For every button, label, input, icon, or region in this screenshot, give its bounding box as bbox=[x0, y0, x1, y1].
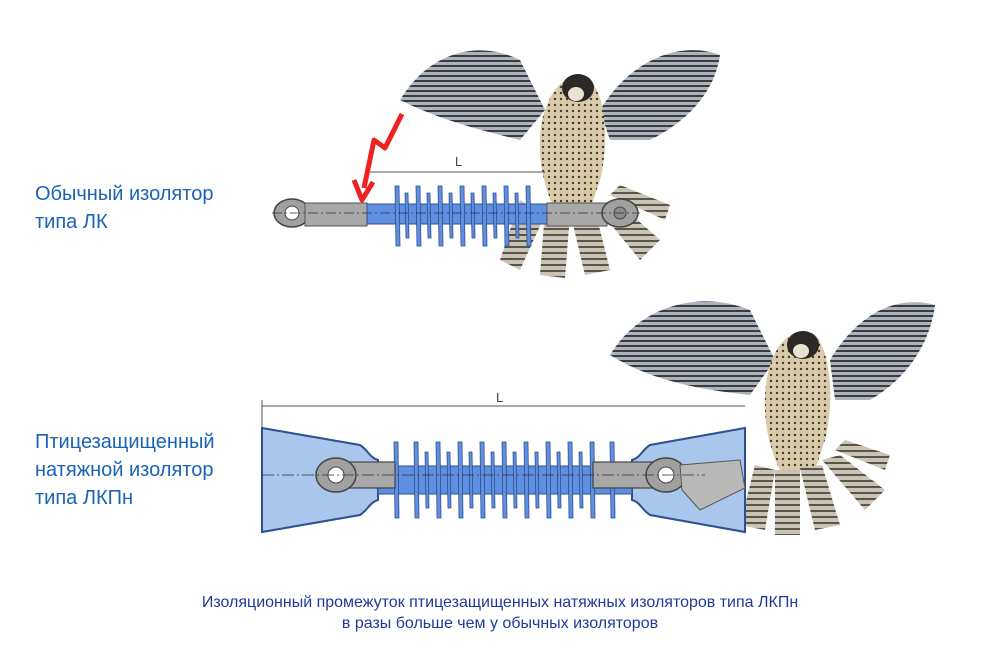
regular-insulator-label-line1: Обычный изолятор bbox=[35, 183, 214, 205]
bird-protected-label-line3: типа ЛКПн bbox=[35, 487, 134, 509]
flashover-arrow bbox=[361, 112, 405, 189]
sheds-top bbox=[394, 185, 532, 247]
sheds-bottom bbox=[393, 441, 616, 519]
bird-protected-insulator-label: Птицезащищенный натяжной изолятор типа Л… bbox=[35, 428, 215, 512]
falcon-top bbox=[400, 50, 720, 278]
bird-protected-insulator: L bbox=[261, 301, 935, 535]
bird-protected-label-line1: Птицезащищенный bbox=[35, 431, 215, 453]
caption: Изоляционный промежуток птицезащищенных … bbox=[0, 592, 1000, 634]
dimension-label-bottom: L bbox=[496, 390, 503, 405]
regular-insulator-label: Обычный изолятор типа ЛК bbox=[35, 180, 213, 236]
regular-insulator-label-line2: типа ЛК bbox=[35, 211, 108, 233]
regular-insulator: L bbox=[272, 50, 720, 278]
bird-protected-label-line2: натяжной изолятор bbox=[35, 459, 214, 481]
dimension-label-top: L bbox=[455, 154, 462, 169]
caption-line2: в разы больше чем у обычных изоляторов bbox=[341, 615, 659, 632]
caption-line1: Изоляционный промежуток птицезащищенных … bbox=[201, 594, 799, 611]
falcon-bottom bbox=[610, 301, 935, 535]
